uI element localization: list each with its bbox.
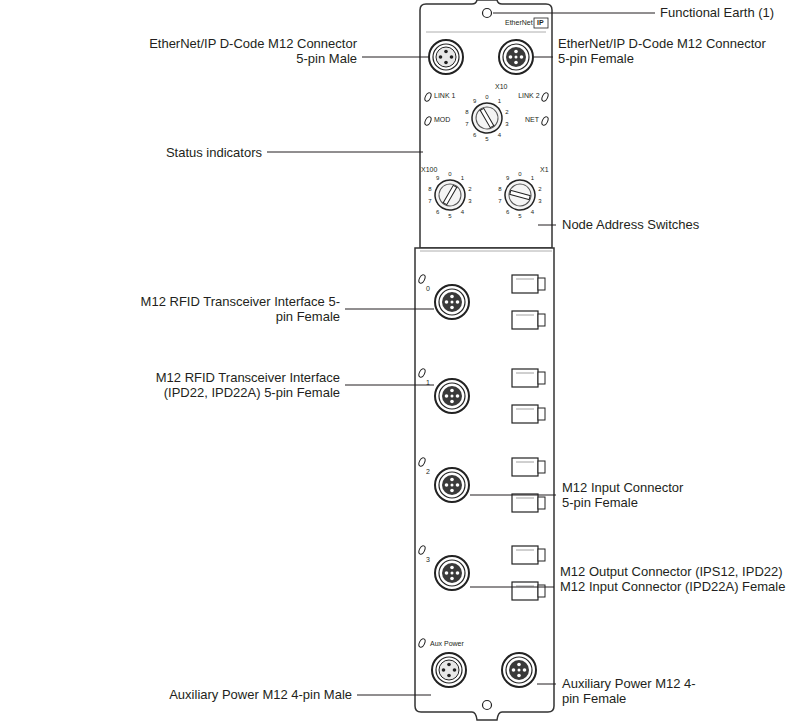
device-marking: NET [525, 116, 539, 124]
dial-digit: 2 [535, 185, 545, 193]
dial-digit: 5 [445, 212, 455, 220]
dial-digit: 6 [470, 131, 480, 139]
dial-digit: 5 [482, 135, 492, 143]
device-marking: X100 [421, 166, 437, 174]
dial-digit: 6 [503, 208, 513, 216]
dial-digit: 0 [515, 170, 525, 178]
callout-label: EtherNet/IP D-Code M12 Connector 5-pin M… [142, 36, 357, 66]
dial-digit: 2 [465, 185, 475, 193]
device-marking: EtherNet [505, 19, 533, 27]
device-marking: LINK 1 [434, 92, 455, 100]
dial-digit: 5 [515, 212, 525, 220]
dial-digit: 0 [445, 170, 455, 178]
dial-digit: 8 [425, 185, 435, 193]
dial-digit: 7 [462, 120, 472, 128]
dial-digit: 9 [470, 97, 480, 105]
dial-digit: 8 [495, 185, 505, 193]
dial-digit: 7 [495, 197, 505, 205]
device-marking: MOD [434, 116, 450, 124]
callout-label: Auxiliary Power M12 4-pin Female [562, 676, 702, 706]
dial-digit: 0 [482, 93, 492, 101]
status-leds [418, 92, 550, 648]
dial-digit: 4 [457, 208, 467, 216]
device-marking: LINK 2 [518, 92, 540, 100]
module-housing [415, 0, 554, 720]
callout-label: M12 RFID Transceiver Interface 5-pin Fem… [140, 294, 340, 324]
dial-digit: 1 [494, 97, 504, 105]
dial-digit: 8 [462, 108, 472, 116]
callout-label: M12 RFID Transceiver Interface (IPD22, I… [140, 370, 340, 400]
address-switches [430, 98, 539, 216]
dial-digit: 3 [535, 197, 545, 205]
callout-label: M12 Output Connector (IPS12, IPD22) M12 … [560, 564, 792, 594]
dial-digit: 2 [502, 108, 512, 116]
callout-label: M12 Input Connector 5-pin Female [562, 480, 697, 510]
device-marking: X1 [540, 166, 549, 174]
dial-digit: 9 [503, 174, 513, 182]
device-marking: Aux Power [430, 640, 464, 648]
dial-digit: 9 [433, 174, 443, 182]
callout-label: EtherNet/IP D-Code M12 Connector 5-pin F… [558, 36, 773, 66]
callout-label: Functional Earth (1) [660, 5, 795, 20]
device-marking: 3 [426, 556, 430, 564]
dial-digit: 3 [502, 120, 512, 128]
callout-label: Status indicators [112, 145, 262, 160]
dial-digit: 3 [465, 197, 475, 205]
device-marking: IP [537, 19, 544, 27]
dial-digit: 6 [433, 208, 443, 216]
connector-side-blocks [512, 275, 545, 600]
dial-digit: 1 [457, 174, 467, 182]
device-marking: 2 [426, 468, 430, 476]
dial-digit: 4 [527, 208, 537, 216]
callout-label: Auxiliary Power M12 4-pin Male [152, 687, 352, 702]
device-marking: 0 [426, 285, 430, 293]
dial-digit: 1 [527, 174, 537, 182]
dial-digit: 4 [494, 131, 504, 139]
device-marking: X10 [495, 83, 507, 91]
device-marking: 1 [426, 379, 430, 387]
callout-label: Node Address Switches [562, 217, 762, 232]
dial-digit: 7 [425, 197, 435, 205]
